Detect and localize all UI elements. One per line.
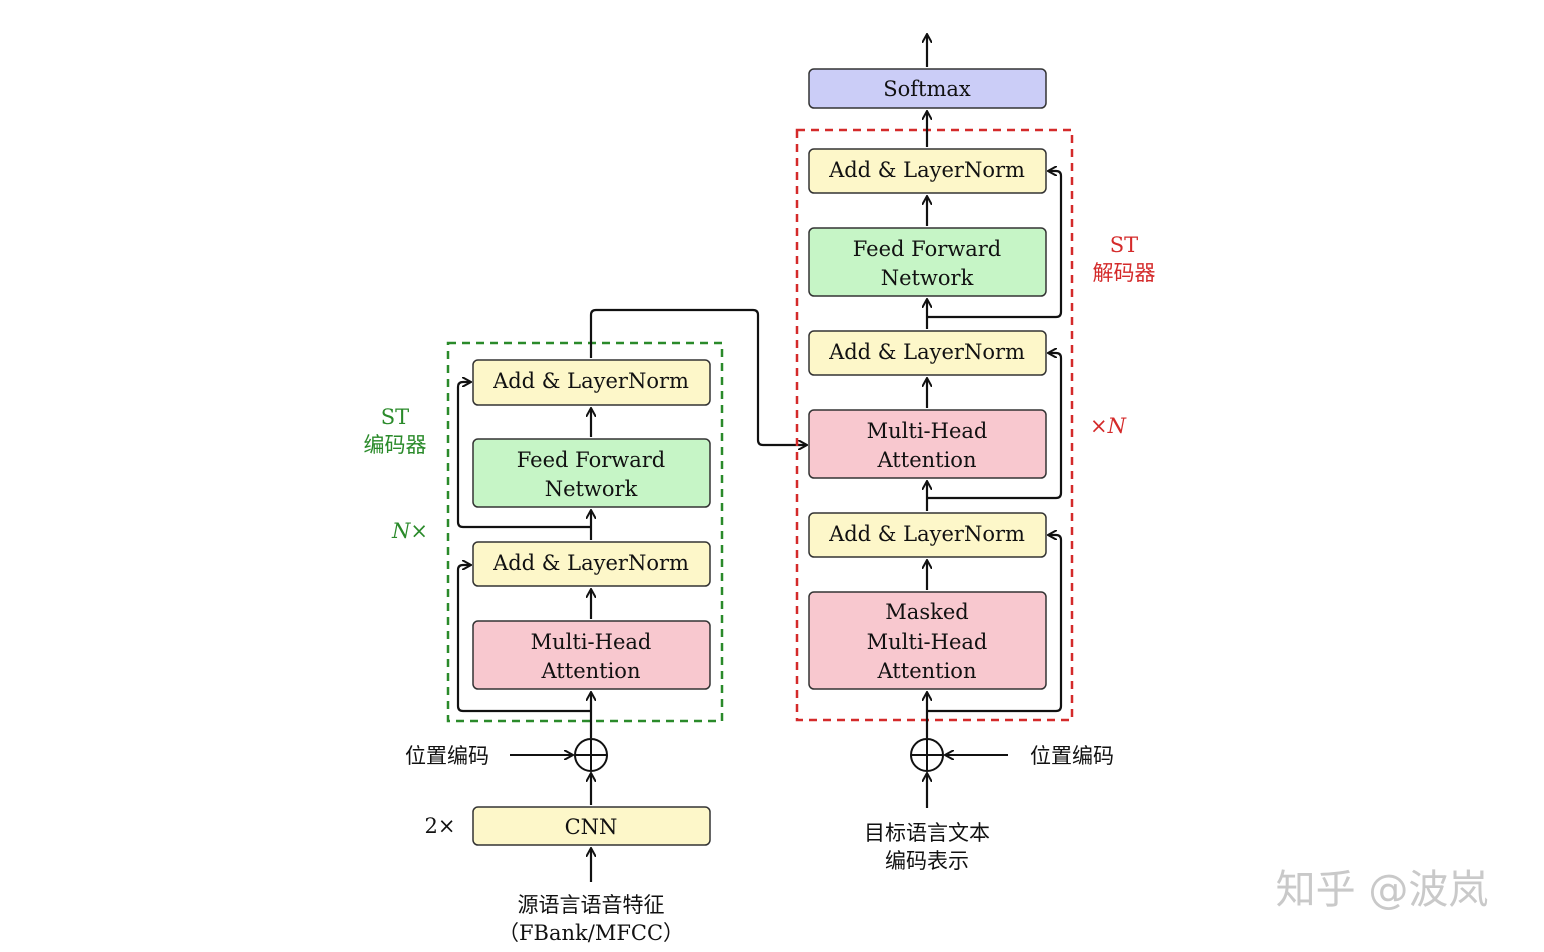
encoder-arrows	[456, 308, 806, 882]
decoder-cross-attention-label-2: Attention	[877, 448, 977, 472]
decoder-cross-layernorm: Add & LayerNorm	[808, 330, 1047, 376]
decoder-softmax: Softmax	[808, 68, 1047, 109]
decoder-masked-layernorm-label: Add & LayerNorm	[828, 522, 1025, 546]
decoder-arrows	[927, 35, 1063, 808]
encoder-label-name: 编码器	[364, 433, 427, 457]
encoder-add-circle	[574, 738, 608, 772]
decoder-frame	[795, 128, 1074, 722]
encoder-label-st: ST	[381, 405, 409, 429]
encoder-input-label-1: 源语言语音特征	[518, 893, 665, 917]
decoder-masked-attention-label-1: Masked	[885, 600, 968, 624]
decoder-input-label-1: 目标语言文本	[864, 821, 990, 845]
decoder-masked-attention-label-3: Attention	[877, 659, 977, 683]
decoder-ffn-label-2: Network	[881, 266, 974, 290]
decoder-softmax-label: Softmax	[883, 77, 971, 101]
decoder-cross-attention: Multi-Head Attention	[808, 409, 1047, 479]
decoder-cross-attention-label-1: Multi-Head	[867, 419, 988, 443]
decoder-add-circle	[910, 738, 944, 772]
encoder-top-layernorm: Add & LayerNorm	[472, 359, 711, 406]
decoder-label-st: ST	[1110, 233, 1138, 257]
decoder-masked-attention: Masked Multi-Head Attention	[808, 591, 1047, 690]
decoder-masked-layernorm: Add & LayerNorm	[808, 512, 1047, 558]
encoder-ffn-label-2: Network	[545, 477, 638, 501]
encoder-pos-encoding-label: 位置编码	[405, 744, 489, 768]
decoder-pos-encoding-label: 位置编码	[1030, 744, 1114, 768]
watermark: 知乎 @波岚	[1276, 867, 1489, 913]
encoder-frame	[446, 341, 724, 723]
decoder-ffn-label-1: Feed Forward	[853, 237, 1001, 261]
encoder-attention-label-1: Multi-Head	[531, 630, 652, 654]
decoder-input-label-2: 编码表示	[885, 849, 969, 873]
encoder-mid-layernorm-label: Add & LayerNorm	[492, 551, 689, 575]
decoder-repeat-label: ×N	[1090, 414, 1127, 438]
decoder-top-layernorm: Add & LayerNorm	[808, 148, 1047, 194]
encoder-attention-label-2: Attention	[541, 659, 641, 683]
encoder-cnn: CNN	[472, 806, 711, 846]
decoder-top-layernorm-label: Add & LayerNorm	[828, 158, 1025, 182]
decoder-masked-attention-label-2: Multi-Head	[867, 630, 988, 654]
encoder-ffn: Feed Forward Network	[472, 438, 711, 508]
encoder-ffn-label-1: Feed Forward	[517, 448, 665, 472]
decoder-label-name: 解码器	[1093, 261, 1156, 285]
encoder-cnn-label: CNN	[565, 815, 618, 839]
encoder-mid-layernorm: Add & LayerNorm	[472, 541, 711, 587]
encoder-input-label-2: （FBank/MFCC）	[498, 921, 684, 945]
encoder-attention: Multi-Head Attention	[472, 620, 711, 690]
encoder-cnn-repeat: 2×	[425, 814, 456, 838]
decoder-cross-layernorm-label: Add & LayerNorm	[828, 340, 1025, 364]
encoder-top-layernorm-label: Add & LayerNorm	[492, 369, 689, 393]
encoder-repeat-label: N×	[391, 519, 428, 543]
decoder-ffn: Feed Forward Network	[808, 227, 1047, 297]
